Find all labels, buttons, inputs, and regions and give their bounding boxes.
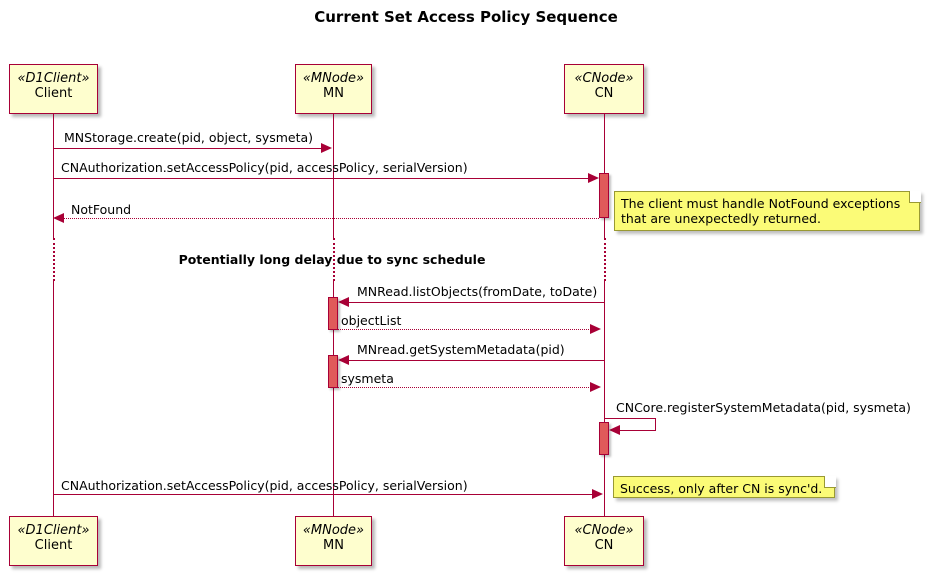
- participant-name: Client: [34, 86, 73, 101]
- message-line-m3: [64, 218, 599, 219]
- arrowhead-m2: [588, 173, 599, 183]
- message-line-m4: [347, 302, 604, 303]
- message-line-m2: [53, 178, 590, 179]
- message-line-m6: [347, 360, 604, 361]
- arrowhead-m6: [338, 355, 349, 365]
- participant-box-mn-bottom[interactable]: «MNode» MN: [295, 516, 372, 566]
- note-success-after-sync: Success, only after CN is sync'd.: [613, 476, 835, 498]
- activation-bar-cn-1: [599, 173, 609, 218]
- participant-box-client-top[interactable]: «D1Client» Client: [9, 64, 98, 114]
- lifeline-mn: [333, 114, 334, 238]
- participant-name: CN: [594, 538, 614, 553]
- message-label-m1: MNStorage.create(pid, object, sysmeta): [64, 130, 314, 145]
- lifeline-client-lower: [53, 281, 54, 516]
- participant-stereotype: «CNode»: [574, 71, 634, 86]
- participant-stereotype: «MNode»: [302, 523, 365, 538]
- message-label-m5: objectList: [341, 313, 402, 328]
- message-line-m9: [53, 494, 593, 495]
- lifeline-mn-delay: [333, 238, 335, 281]
- message-label-m4: MNRead.listObjects(fromDate, toDate): [357, 284, 598, 299]
- participant-box-mn-top[interactable]: «MNode» MN: [295, 64, 372, 114]
- participant-box-cn-bottom[interactable]: «CNode» CN: [564, 516, 644, 566]
- message-line-m1: [53, 148, 323, 149]
- participant-stereotype: «D1Client»: [17, 71, 90, 86]
- lifeline-client: [53, 114, 54, 238]
- note-notfound-handling: The client must handle NotFound exceptio…: [614, 191, 920, 231]
- arrowhead-m8: [609, 425, 620, 435]
- participant-name: CN: [594, 86, 614, 101]
- lifeline-cn-lower: [604, 281, 605, 516]
- participant-stereotype: «D1Client»: [17, 523, 90, 538]
- participant-box-cn-top[interactable]: «CNode» CN: [564, 64, 644, 114]
- arrowhead-m5: [590, 324, 601, 334]
- participant-name: MN: [323, 86, 344, 101]
- message-label-m6: MNread.getSystemMetadata(pid): [357, 342, 565, 357]
- lifeline-client-delay: [53, 238, 55, 281]
- arrowhead-m1: [321, 143, 332, 153]
- message-line-m8-top: [604, 418, 656, 419]
- message-label-m8: CNCore.registerSystemMetadata(pid, sysme…: [616, 400, 911, 415]
- participant-box-client-bottom[interactable]: «D1Client» Client: [9, 516, 98, 566]
- lifeline-mn-lower: [333, 281, 334, 516]
- arrowhead-m4: [338, 297, 349, 307]
- participant-name: MN: [323, 538, 344, 553]
- participant-name: Client: [34, 538, 73, 553]
- activation-bar-cn-2: [599, 422, 609, 455]
- message-line-m8-right: [655, 418, 656, 431]
- activation-bar-mn-2: [328, 355, 338, 388]
- message-line-m7: [338, 387, 591, 388]
- message-label-m2: CNAuthorization.setAccessPolicy(pid, acc…: [61, 160, 468, 175]
- participant-stereotype: «MNode»: [302, 71, 365, 86]
- page-title: Current Set Access Policy Sequence: [314, 8, 618, 26]
- divider-label-sync-delay: Potentially long delay due to sync sched…: [178, 252, 486, 267]
- lifeline-cn-delay: [604, 238, 606, 281]
- message-line-m5: [338, 329, 591, 330]
- message-label-m9: CNAuthorization.setAccessPolicy(pid, acc…: [61, 478, 468, 493]
- participant-stereotype: «CNode»: [574, 523, 634, 538]
- note-fold-icon-2: [824, 476, 836, 488]
- arrowhead-m3: [53, 213, 64, 223]
- activation-bar-mn-1: [328, 297, 338, 330]
- message-line-m8-bottom: [616, 430, 656, 431]
- note-fold-icon-1: [909, 191, 921, 203]
- arrowhead-m7: [590, 382, 601, 392]
- message-label-m3: NotFound: [71, 202, 132, 217]
- arrowhead-m9: [592, 489, 603, 499]
- message-label-m7: sysmeta: [341, 371, 394, 386]
